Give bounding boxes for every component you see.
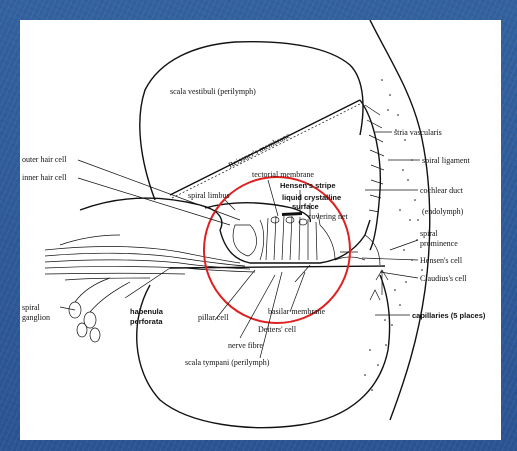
label-liquid-crystalline: liquid crystalline [282,193,341,202]
label-habenula: habenula [130,307,164,316]
label-nerve-fibre: nerve fibre [228,341,263,350]
spiral-ganglion-cells [69,278,130,342]
label-scala-vestibuli: scala vestibuli (perilymph) [170,87,256,96]
label-endolymph: (endolymph) [422,207,464,216]
stria-vascularis [360,100,380,250]
label-spiral-ligament: spiral ligament [422,156,471,165]
cochlea-cross-section-figure: scala vestibuli (perilymph) Reissner's m… [20,20,501,440]
label-covering-net: covering net [308,212,349,221]
label-cochlear-duct: cochlear duct [420,186,464,195]
label-liquid-crystalline-surface: surface [292,202,319,211]
label-stria-vascularis: stria vascularis [394,128,442,137]
basilar-membrane [170,266,385,268]
label-reissners-membrane: Reissner's membrane [227,131,292,170]
cochlea-diagram: scala vestibuli (perilymph) Reissner's m… [20,20,501,440]
label-spiral-prominence-1: spiral [420,229,439,238]
capillary-arrows [370,270,388,300]
label-pillar-cell: pillar cell [198,313,229,322]
label-habenula-perforata: perforata [130,317,163,326]
label-inner-hair-cell: inner hair cell [22,173,67,182]
label-hensens-stripe: Hensen's stripe [280,181,336,190]
label-scala-tympani: scala tympani (perilymph) [185,358,270,367]
label-spiral-ganglion-2: ganglion [22,313,50,322]
label-capillaries: capillaries (5 places) [412,311,486,320]
spiral-limbus [80,198,222,230]
leader-lines [60,132,420,358]
label-deiters-cell: Deiters' cell [258,325,297,334]
label-spiral-limbus: spiral limbus [188,191,230,200]
label-spiral-ganglion-1: spiral [22,303,41,312]
label-hensens-cell: Hensen's cell [420,256,463,265]
label-basilar-membrane: basilar membrane [268,307,326,316]
bony-wall [370,20,430,420]
label-tectorial-membrane: tectorial membrane [252,170,314,179]
label-outer-hair-cell: outer hair cell [22,155,67,164]
label-claudius-cell: Claudius's cell [420,274,467,283]
label-spiral-prominence-2: prominence [420,239,458,248]
scala-tympani-outline [137,275,390,428]
